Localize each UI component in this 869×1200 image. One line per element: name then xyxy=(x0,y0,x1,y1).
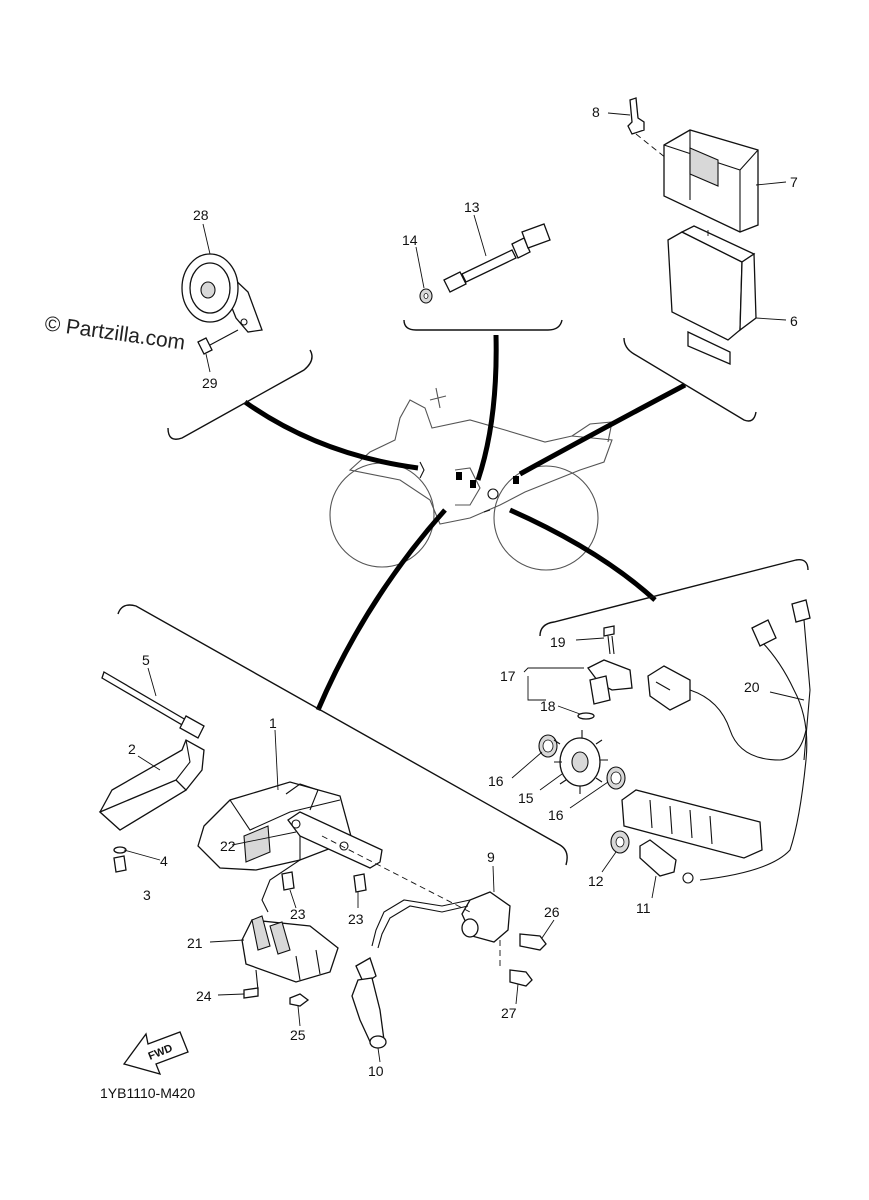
bracket-crank xyxy=(539,559,809,637)
bracket-horn xyxy=(167,349,313,440)
callout-21: 21 xyxy=(187,935,203,951)
motorcycle-outline xyxy=(329,387,613,571)
callout-26: 26 xyxy=(544,904,560,920)
callout-27: 27 xyxy=(501,1005,517,1021)
neutral-switch-part xyxy=(639,839,694,884)
link-sensor xyxy=(475,334,499,481)
callout-12: 12 xyxy=(588,873,604,889)
bolt-19-part xyxy=(603,625,615,655)
ignition-coil-part xyxy=(371,891,511,949)
nut-25-part xyxy=(289,993,310,1007)
horn-bolt-part xyxy=(197,329,239,355)
callout-13: 13 xyxy=(464,199,480,215)
callout-20: 20 xyxy=(744,679,760,695)
bolt-24-part xyxy=(243,969,259,999)
callout-14: 14 xyxy=(402,232,418,248)
washer-16a-part xyxy=(538,734,558,758)
callout-6: 6 xyxy=(790,313,798,329)
callout-17: 17 xyxy=(500,668,516,684)
callout-16b: 16 xyxy=(548,807,564,823)
ignition-case-part xyxy=(197,781,353,871)
callout-19: 19 xyxy=(550,634,566,650)
callout-9: 9 xyxy=(487,849,495,865)
horn-part xyxy=(181,253,263,333)
link-crank xyxy=(508,507,657,602)
callout-18: 18 xyxy=(540,698,556,714)
washer-part xyxy=(419,288,433,304)
callout-4: 4 xyxy=(160,853,168,869)
rotor-gear-part xyxy=(553,730,608,794)
link-ignition xyxy=(315,508,447,711)
callout-1: 1 xyxy=(269,715,277,731)
cdi-unit-part xyxy=(667,225,757,365)
link-horn xyxy=(243,399,419,471)
callout-23b: 23 xyxy=(348,911,364,927)
fwd-arrow-icon: FWD xyxy=(122,1031,189,1075)
bracket-ignition xyxy=(117,604,568,866)
callout-3: 3 xyxy=(143,887,151,903)
bracket-cdi xyxy=(623,337,757,422)
bolt-27-part xyxy=(509,969,533,987)
bracket-sensor xyxy=(403,319,563,331)
callout-25: 25 xyxy=(290,1027,306,1043)
callout-8: 8 xyxy=(592,104,600,120)
crankshaft-part xyxy=(621,789,763,859)
leader-lines xyxy=(123,112,805,1063)
rectifier-regulator-part xyxy=(241,915,339,983)
bolt-23b-part xyxy=(353,873,367,893)
clip-part xyxy=(627,97,645,135)
collar-part xyxy=(113,846,127,854)
callouts: 8 7 6 13 14 28 29 5 2 1 4 3 22 9 23 23 2… xyxy=(128,104,798,1079)
washer-16b-part xyxy=(606,766,626,790)
callout-2: 2 xyxy=(128,741,136,757)
side-cover-part xyxy=(98,739,205,831)
callout-11: 11 xyxy=(636,900,651,916)
plug-cap-part xyxy=(351,957,387,1049)
link-cdi xyxy=(518,382,687,477)
bolt-26-part xyxy=(519,933,547,951)
mount-bracket-part xyxy=(261,811,383,913)
callout-23a: 23 xyxy=(290,906,306,922)
callout-22: 22 xyxy=(220,838,236,854)
pickup-coil-part xyxy=(587,659,633,705)
callout-15: 15 xyxy=(518,790,534,806)
callout-10: 10 xyxy=(368,1063,384,1079)
callout-16a: 16 xyxy=(488,773,504,789)
callout-24: 24 xyxy=(196,988,212,1004)
bolt-23a-part xyxy=(281,871,295,891)
wire-harness-part xyxy=(647,599,811,881)
cable-tie-part xyxy=(101,671,205,739)
o-ring-part xyxy=(577,712,595,720)
drawing-code: 1YB1110-M420 xyxy=(100,1085,195,1101)
watermark: © Partzilla.com xyxy=(43,312,186,354)
speed-sensor-part xyxy=(443,223,551,293)
callout-28: 28 xyxy=(193,207,209,223)
callout-7: 7 xyxy=(790,174,798,190)
callout-5: 5 xyxy=(142,652,150,668)
cdi-cover-part xyxy=(663,129,759,233)
callout-29: 29 xyxy=(202,375,218,391)
screw-part xyxy=(113,855,127,873)
washer-12-part xyxy=(610,830,630,854)
